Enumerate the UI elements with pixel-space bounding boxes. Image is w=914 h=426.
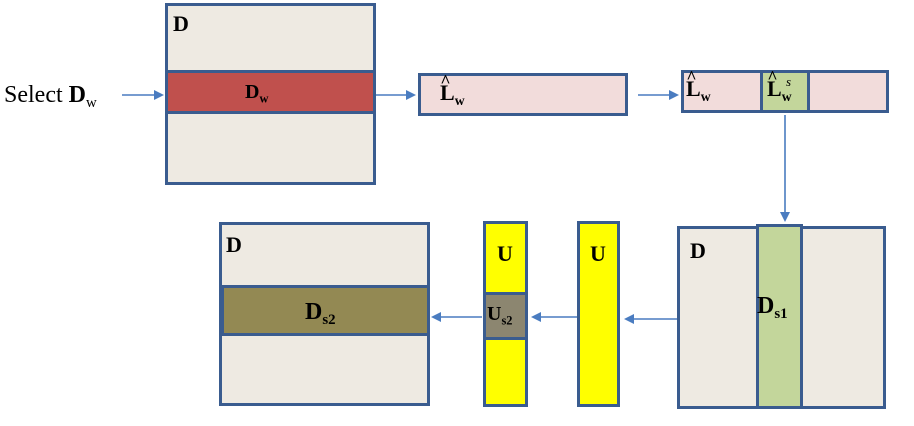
row-band-us2 (483, 292, 528, 340)
column-band-ds1 (756, 224, 803, 409)
select-label: Select Dw (4, 82, 97, 112)
row-band-us2-label: Us2 (487, 303, 513, 328)
row-band-dw-label: Dw (245, 81, 269, 106)
sampled-column-lws-label: Lsw (767, 69, 792, 103)
matrix-d-right-label: D (690, 238, 706, 263)
row-band-dw (165, 70, 376, 114)
row-band-ds2 (221, 285, 430, 336)
projection-lw-label: Lw (440, 73, 465, 107)
matrix-d-top-label: D (173, 11, 189, 36)
projection-lw-sampled-label: Lw (686, 69, 711, 103)
u-vector-sampled-label: U (497, 241, 513, 266)
matrix-d-left-label: D (226, 232, 242, 257)
u-vector (577, 221, 620, 407)
column-band-ds1-label: Ds1 (757, 293, 788, 323)
row-band-ds2-label: Ds2 (305, 299, 336, 329)
u-vector-label: U (590, 241, 606, 266)
